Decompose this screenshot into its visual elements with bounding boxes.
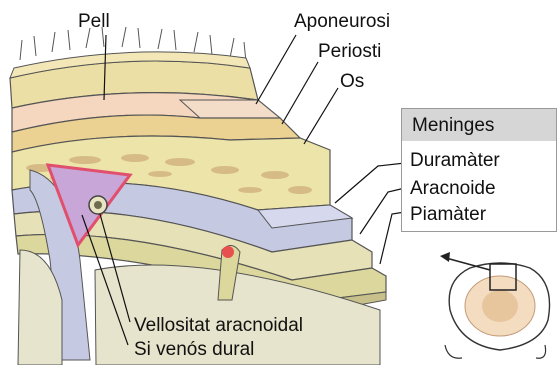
arachnoid-villus xyxy=(89,196,107,214)
blood-vessel xyxy=(222,246,234,258)
label-aponeurosis: Aponeurosi xyxy=(294,12,390,31)
meninges-legend-title: Meninges xyxy=(412,116,494,135)
label-periosteum: Periosti xyxy=(318,42,381,61)
label-pia-mater: Piamàter xyxy=(410,205,486,224)
label-dural-sinus: Si venós dural xyxy=(134,340,254,359)
meninges-legend: Meninges Duramàter Aracnoide Piamàter xyxy=(401,108,557,232)
label-skin: Pell xyxy=(78,12,110,31)
label-arachnoid: Aracnoide xyxy=(410,179,496,198)
head-thumbnail xyxy=(440,252,550,358)
label-dura-mater: Duramàter xyxy=(410,151,500,170)
label-arachnoid-villus: Vellositat aracnoidal xyxy=(134,316,303,335)
label-bone: Os xyxy=(340,72,364,91)
